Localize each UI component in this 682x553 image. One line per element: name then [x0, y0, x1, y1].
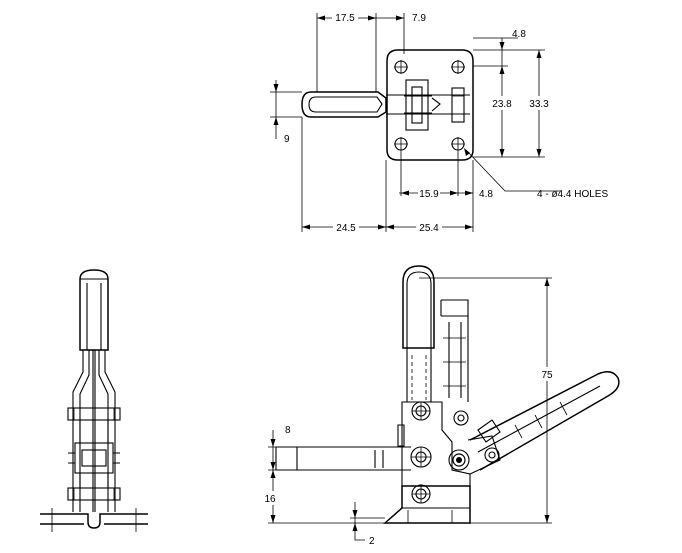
dim-4-8-top: 4.8 — [512, 29, 526, 40]
base-plate — [386, 49, 474, 161]
front-view — [40, 269, 148, 532]
handle-arms-front — [72, 350, 116, 512]
dim-23-8: 23.8 — [492, 99, 512, 110]
clamp-body-side — [397, 401, 471, 487]
dim-24-5: 24.5 — [336, 223, 356, 234]
side-view-dimension-texts: 75 8 16 2 — [262, 367, 555, 547]
base-foot-front — [40, 508, 148, 532]
holding-arm-side — [440, 299, 469, 402]
dim-8: 8 — [285, 425, 291, 436]
side-view: 75 8 16 2 — [262, 265, 620, 547]
dim-7-9: 7.9 — [412, 13, 426, 24]
dim-15-9: 15.9 — [419, 189, 439, 200]
dim-33-3: 33.3 — [529, 99, 549, 110]
top-view-dimension-texts: 17.5 7.9 4.8 23.8 33.3 9 15.9 4.8 4 - ø4… — [284, 10, 608, 234]
dim-17-5: 17.5 — [335, 13, 355, 24]
mounting-holes — [394, 60, 465, 151]
dim-75: 75 — [541, 370, 553, 381]
dim-16: 16 — [264, 494, 276, 505]
handle-grip-front — [79, 269, 109, 351]
dim-4-8-bottom: 4.8 — [479, 189, 493, 200]
holes-note: 4 - ø4.4 HOLES — [537, 189, 608, 200]
spindle-bar-side — [275, 446, 411, 471]
dim-2: 2 — [369, 536, 375, 547]
handle-body-side — [406, 348, 432, 402]
lever-handle-side — [467, 371, 620, 475]
pivot-pins-side — [410, 401, 500, 504]
handle-grip-side — [402, 265, 435, 349]
dim-9: 9 — [284, 134, 290, 145]
side-view-dimension-lines — [268, 277, 552, 541]
dim-25-4: 25.4 — [419, 223, 439, 234]
top-view: 17.5 7.9 4.8 23.8 33.3 9 15.9 4.8 4 - ø4… — [270, 10, 608, 234]
pivot-pins-front — [67, 407, 121, 501]
spindle-bar-top — [301, 79, 470, 131]
base-plate-side — [383, 485, 471, 524]
